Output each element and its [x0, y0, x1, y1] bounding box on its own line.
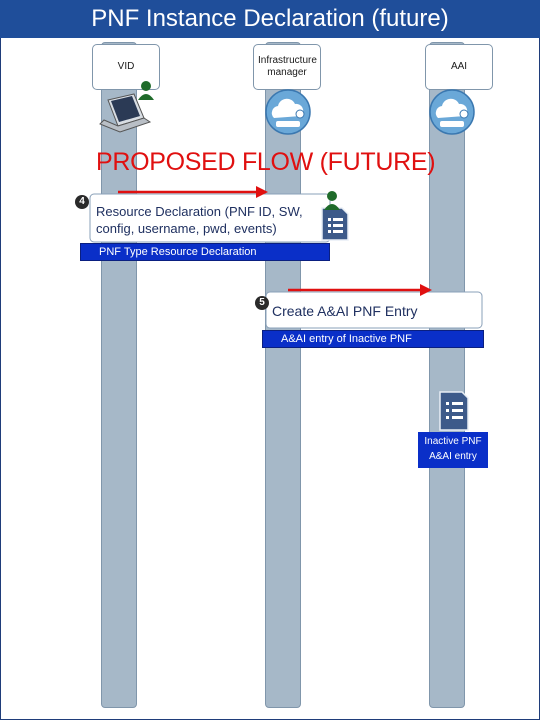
proposed-flow-banner: PROPOSED FLOW (FUTURE) — [96, 148, 436, 176]
arrow-step-4 — [118, 186, 268, 198]
user-icon — [324, 191, 340, 210]
page-title: PNF Instance Declaration (future) — [0, 0, 540, 38]
arrow-step-5 — [288, 284, 432, 296]
inactive-pnf-note-line1: Inactive PNF — [424, 436, 482, 447]
step-5-caption: A&AI entry of Inactive PNF — [262, 330, 484, 348]
lane-header-aai: AAI — [425, 44, 493, 90]
step-5-text: Create A&AI PNF Entry — [272, 303, 418, 319]
step-4-text-line2: config, username, pwd, events) — [96, 221, 277, 236]
inactive-pnf-note: Inactive PNF A&AI entry — [418, 432, 488, 468]
lane-header-infra-label: Infrastructure manager — [258, 55, 317, 78]
laptop-icon — [99, 93, 152, 133]
lane-infrastructure-manager — [265, 42, 301, 708]
cloud-icon — [429, 89, 475, 135]
user-icon — [138, 81, 154, 100]
lane-aai — [429, 42, 465, 708]
lane-vid — [101, 42, 137, 708]
step-5-box — [265, 291, 483, 329]
step-4-caption: PNF Type Resource Declaration — [80, 243, 330, 261]
lane-header-infrastructure-manager: Infrastructure manager — [253, 44, 321, 90]
lane-header-vid-label: VID — [117, 61, 135, 72]
step-5-number: 5 — [255, 296, 269, 310]
step-4-text-line1: Resource Declaration (PNF ID, SW, — [96, 204, 303, 219]
step-4-text: Resource Declaration (PNF ID, SW, config… — [96, 203, 303, 237]
document-icon — [439, 391, 469, 431]
lane-header-aai-label: AAI — [450, 61, 468, 72]
cloud-icon — [265, 89, 311, 135]
inactive-pnf-note-line2: A&AI entry — [429, 451, 477, 462]
step-4-number: 4 — [75, 195, 89, 209]
document-icon — [321, 207, 349, 241]
